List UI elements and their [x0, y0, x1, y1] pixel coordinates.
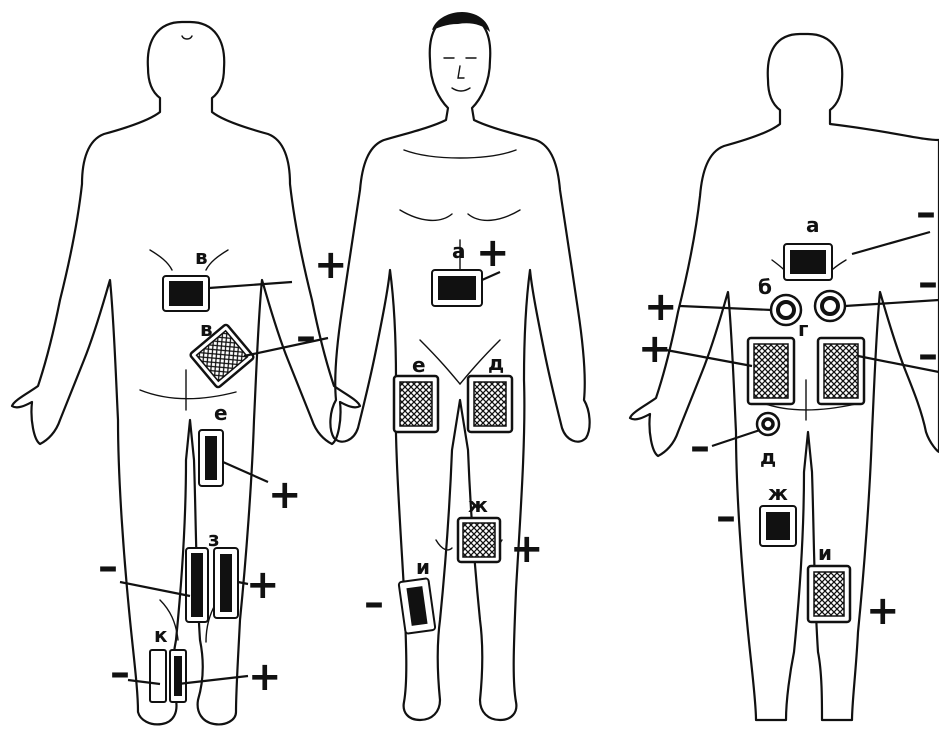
pad-right-zh-fill — [766, 512, 790, 540]
sign-right-minus-5: – — [716, 494, 736, 540]
label-right-b: б — [758, 275, 772, 299]
pad-right-a-fill — [790, 250, 826, 274]
label-right-d: д — [760, 445, 776, 469]
lead-left-e — [223, 462, 268, 482]
label-mid-a: а — [452, 239, 466, 263]
sign-left-minus-3: – — [110, 650, 130, 696]
sign-left-minus-1: – — [296, 314, 316, 360]
label-left-v-lower: в — [200, 317, 213, 341]
pad-left-z-1-fill — [191, 553, 203, 617]
label-right-g: г — [798, 317, 808, 341]
label-left-z: з — [208, 527, 220, 551]
figure-left-back-view: в в е з к + – + – + – + — [12, 22, 360, 724]
sign-left-plus-4: + — [248, 654, 282, 700]
pad-mid-e-mesh — [400, 382, 432, 426]
pad-mid-a-fill — [438, 276, 476, 300]
label-right-i: и — [818, 541, 832, 565]
sign-right-minus-3: – — [918, 332, 938, 378]
sign-left-plus-1: + — [314, 242, 348, 288]
label-right-zh: ж — [768, 481, 788, 505]
pad-left-k-1 — [150, 650, 166, 702]
sign-right-plus-1: + — [644, 284, 678, 330]
lead-right-b-left — [680, 306, 772, 310]
label-left-v-upper: в — [195, 245, 208, 269]
label-right-a: а — [806, 213, 820, 237]
pad-left-z-2-fill — [220, 554, 232, 612]
sign-right-plus-2: + — [638, 326, 672, 372]
sign-right-plus-3: + — [866, 588, 900, 634]
lead-left-v-upper — [209, 282, 292, 288]
sign-right-minus-2: – — [918, 260, 938, 306]
sign-mid-minus-1: – — [364, 580, 384, 626]
pad-mid-d-mesh — [474, 382, 506, 426]
pad-right-i-mesh — [814, 572, 844, 616]
sign-left-plus-2: + — [268, 472, 302, 518]
sign-mid-plus-1: + — [476, 230, 510, 276]
label-left-e: е — [214, 401, 228, 425]
sign-left-plus-3: + — [246, 562, 280, 608]
pad-left-v-upper-fill — [169, 281, 203, 306]
figure-right-back-view: а б г д ж и – – + + – – – + — [630, 34, 939, 720]
sign-left-minus-2: – — [98, 544, 118, 590]
figure-middle-front-view: а е д ж и + + – — [330, 12, 589, 720]
label-mid-e: е — [412, 353, 426, 377]
pad-left-e-fill — [205, 436, 217, 480]
pad-left-k-2-fill — [174, 656, 182, 696]
sign-right-minus-1: – — [916, 190, 936, 236]
pad-mid-zh-mesh — [463, 523, 495, 557]
sign-mid-plus-2: + — [510, 526, 544, 572]
label-left-k: к — [154, 623, 168, 647]
label-mid-d: д — [488, 351, 504, 375]
sign-right-minus-4: – — [690, 424, 710, 470]
label-mid-i: и — [416, 555, 430, 579]
label-mid-zh: ж — [468, 493, 488, 517]
